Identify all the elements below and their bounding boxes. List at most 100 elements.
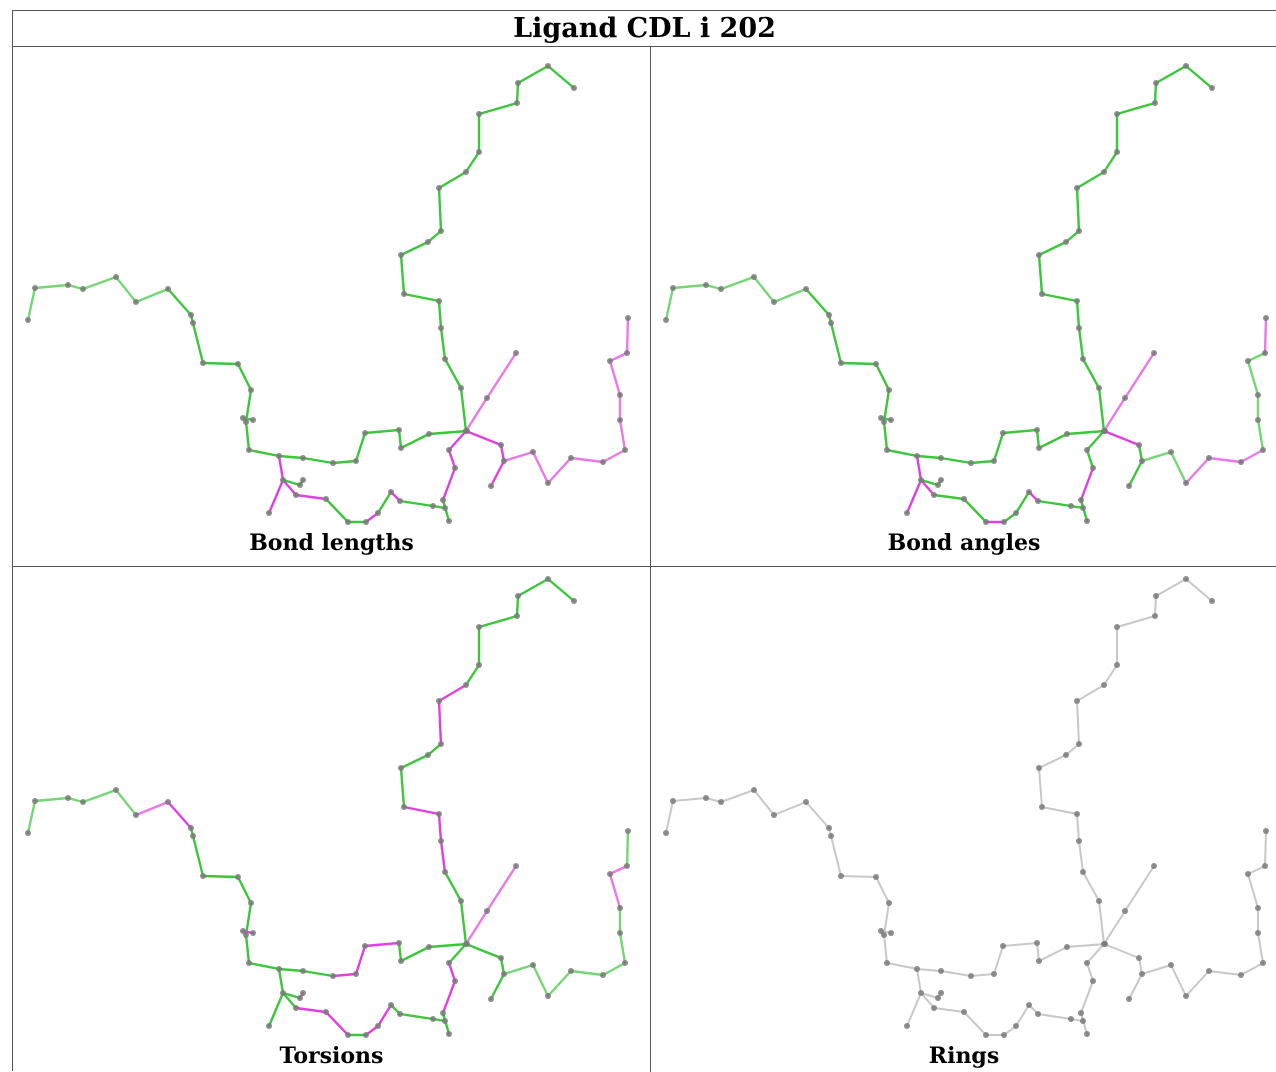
- bond-0-21: [427, 942, 469, 949]
- bond-4-1: [447, 448, 457, 470]
- bond-0-8: [191, 321, 205, 365]
- panel-caption: Rings: [928, 1043, 1000, 1069]
- bond-1-4: [1041, 806, 1078, 815]
- atom-9-0: [878, 415, 884, 421]
- bond-1-9: [1075, 170, 1106, 190]
- bond-5-2: [1184, 456, 1211, 485]
- torsions-structure: [25, 576, 631, 1038]
- bond-6-1: [906, 992, 922, 1027]
- atom-4-2: [1090, 978, 1096, 984]
- atom-1-16: [571, 85, 577, 91]
- atom-5-3: [1206, 455, 1212, 461]
- bond-3-2: [1128, 973, 1143, 1000]
- atom-0-17: [991, 458, 997, 464]
- atom-0-13: [884, 447, 890, 453]
- bond-1-8: [437, 186, 443, 233]
- bond-1-5: [399, 766, 406, 809]
- rings-structure: [663, 576, 1269, 1038]
- bond-4-1: [1085, 448, 1095, 470]
- atom-1-10: [463, 169, 469, 175]
- atom-4-2: [1090, 465, 1096, 471]
- atom-0-2: [703, 795, 709, 801]
- atom-4-3: [1078, 497, 1084, 503]
- atom-1-0: [1101, 428, 1107, 434]
- atom-0-6: [803, 286, 809, 292]
- bond-0-21: [1066, 943, 1106, 948]
- atom-5-5: [1260, 447, 1266, 453]
- atom-1-16: [1209, 85, 1215, 91]
- atom-8-1: [297, 482, 303, 488]
- atom-0-9: [200, 873, 206, 879]
- atom-0-11: [248, 900, 254, 906]
- bond-3-2: [1127, 459, 1144, 488]
- atom-1-12: [1114, 624, 1120, 630]
- atom-1-5: [1039, 291, 1045, 297]
- atom-9-1: [250, 417, 256, 423]
- atom-1-5: [401, 804, 407, 810]
- atom-0-19: [1034, 427, 1040, 433]
- atom-0-18: [1000, 943, 1006, 949]
- bond-0-12: [882, 420, 889, 452]
- bond-3-0: [464, 942, 503, 960]
- bond-2-0: [464, 396, 489, 433]
- atom-3-3: [488, 996, 494, 1002]
- atom-2-1: [1122, 395, 1128, 401]
- atom-7-3: [983, 1032, 989, 1038]
- atom-1-0: [463, 941, 469, 947]
- bond-4-0: [447, 942, 468, 965]
- atom-9-1: [250, 930, 256, 936]
- bond-5-4: [601, 448, 627, 464]
- atom-1-13: [514, 613, 520, 619]
- bond-1-10: [464, 663, 481, 687]
- atom-10-1: [1084, 518, 1090, 524]
- bond-7-2: [962, 497, 988, 524]
- bond-0-5: [773, 801, 807, 816]
- atom-0-19: [396, 940, 402, 946]
- bond-1-3: [1075, 299, 1081, 330]
- atom-0-13: [246, 960, 252, 966]
- atom-4-4: [1080, 1018, 1086, 1024]
- bond-0-20: [1038, 946, 1068, 962]
- bond-5-0: [502, 450, 535, 463]
- bond-1-6: [1037, 240, 1068, 257]
- bond-6-0: [277, 967, 285, 995]
- atom-0-7: [826, 312, 832, 318]
- bond-5-7: [1246, 359, 1260, 397]
- bond-3-2: [489, 972, 506, 1001]
- bond-0-19: [397, 428, 403, 450]
- atom-8-2: [938, 990, 944, 996]
- bond-3-2: [489, 459, 506, 488]
- bond-7-5: [1015, 1004, 1030, 1027]
- ligand-title: Ligand CDL i 202: [13, 11, 1276, 47]
- bond-angles-structure: [663, 63, 1269, 525]
- bond-5-0: [1140, 450, 1173, 463]
- bond-7-1: [933, 1007, 965, 1013]
- bond-5-4: [1239, 448, 1265, 464]
- atom-0-8: [828, 833, 834, 839]
- atom-1-12: [1114, 111, 1120, 117]
- atom-4-2: [452, 465, 458, 471]
- atom-0-9: [200, 360, 206, 366]
- atom-0-2: [65, 282, 71, 288]
- bond-1-15: [1184, 64, 1214, 90]
- atom-1-7: [425, 239, 431, 245]
- atom-0-10: [235, 874, 241, 880]
- bond-1-1: [1081, 357, 1101, 390]
- atom-8-2: [300, 990, 306, 996]
- bond-4-2: [1080, 980, 1094, 1014]
- bond-4-0: [1086, 943, 1105, 964]
- bond-0-0: [26, 286, 37, 322]
- atom-5-6: [1255, 930, 1261, 936]
- atom-0-10: [235, 361, 241, 367]
- bond-1-0: [1098, 900, 1105, 945]
- bond-6-1: [905, 478, 923, 515]
- bond-0-6: [166, 800, 193, 830]
- atom-5-4: [600, 459, 606, 465]
- atom-3-1: [1136, 955, 1142, 961]
- atom-5-10: [625, 828, 631, 834]
- atom-7-7: [397, 1011, 403, 1017]
- atom-1-6: [398, 765, 404, 771]
- atom-1-3: [1076, 325, 1082, 331]
- bond-1-6: [399, 753, 430, 770]
- bond-2-0: [1102, 396, 1127, 433]
